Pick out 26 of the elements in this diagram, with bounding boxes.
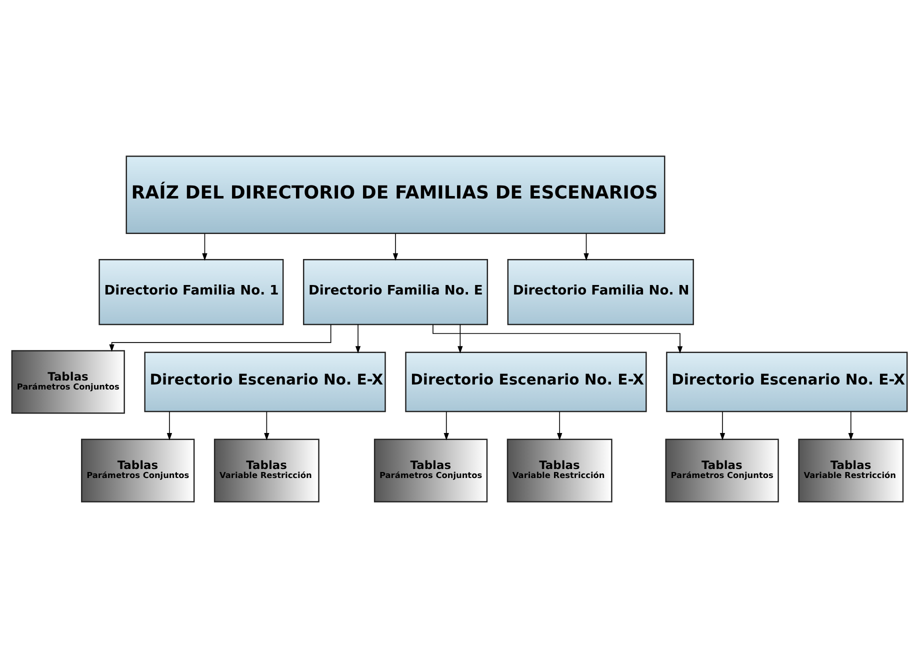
node-box: Directorio Escenario No. E-X: [144, 351, 386, 412]
arrow: [355, 324, 361, 353]
node-box: RAÍZ DEL DIRECTORIO DE FAMILIAS DE ESCENARIOS: [126, 155, 666, 234]
arrow: [109, 324, 332, 352]
node-box: Tablas Variable Restricción: [798, 438, 904, 502]
arrow: [584, 232, 589, 260]
node-box: Tablas Parámetros Conjuntos: [81, 438, 195, 502]
node-box: Directorio Familia No. N: [507, 258, 694, 325]
node-box: Directorio Familia No. E: [303, 258, 488, 325]
node-box: Tablas Variable Restricción: [214, 438, 320, 502]
node-box: Directorio Familia No. 1: [98, 258, 284, 325]
node-box: Tablas Parámetros Conjuntos: [665, 438, 779, 502]
arrow: [264, 410, 270, 440]
node-box: Directorio Escenario No. E-X: [405, 351, 647, 412]
arrow: [458, 324, 463, 353]
arrow: [720, 410, 726, 440]
node-box: Tablas Parámetros Conjuntos: [374, 438, 488, 502]
node-box: Tablas Variable Restricción: [506, 438, 612, 502]
node-box: Directorio Escenario No. E-X: [666, 351, 908, 412]
arrow: [202, 232, 208, 260]
arrow: [166, 410, 172, 440]
arrow: [557, 410, 562, 440]
arrow: [848, 410, 854, 440]
node-box: Tablas Parámetros Conjuntos: [11, 350, 125, 414]
arrow: [444, 410, 449, 440]
arrow: [392, 232, 398, 260]
